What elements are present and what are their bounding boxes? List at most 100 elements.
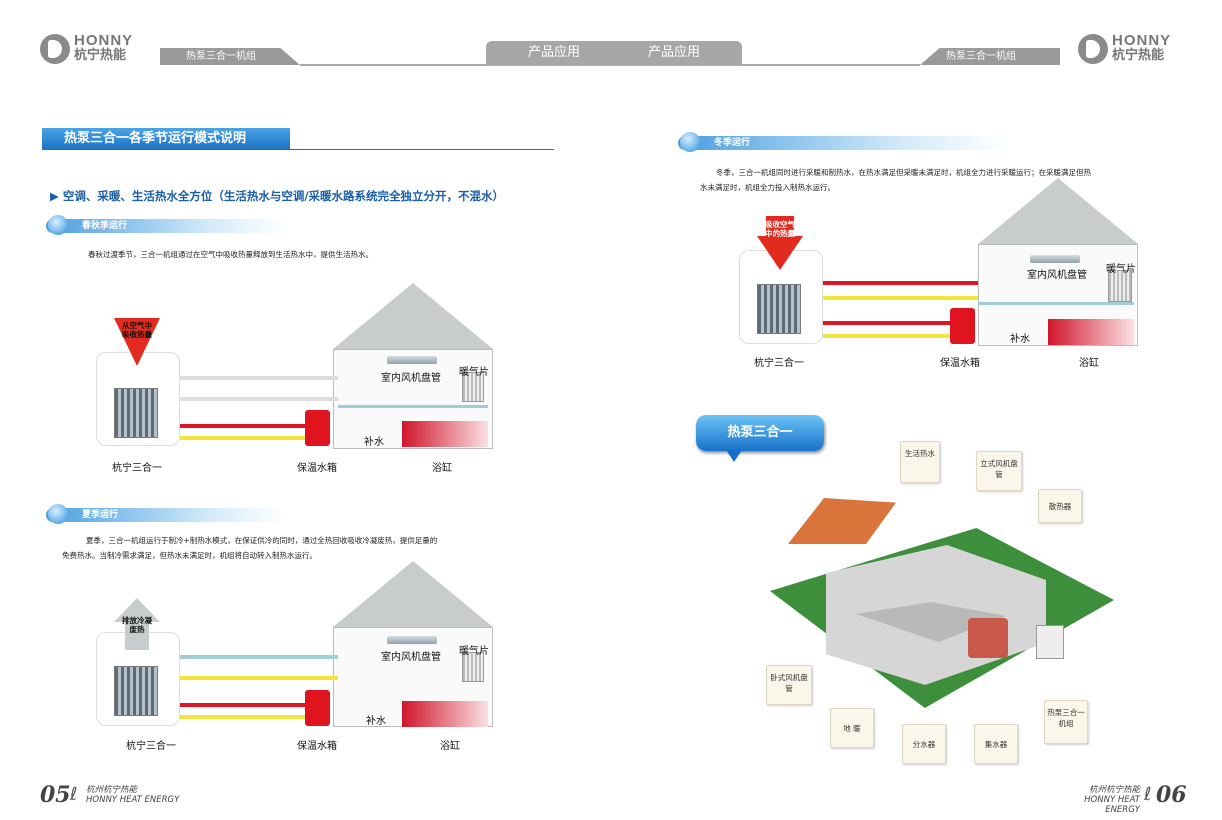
- footer-company-cn: 杭州杭宁热能: [86, 785, 138, 795]
- pill-spring: 春秋季运行: [46, 215, 286, 235]
- bubble-heat-pump-unit: 热泵三合一机组: [1044, 700, 1088, 744]
- house-roof: [333, 561, 493, 627]
- footer-company-en: HONNY HEAT ENERGY: [86, 795, 180, 805]
- spring-arrow-text: 从空气中吸收热量: [122, 321, 152, 339]
- house-roof: [333, 283, 493, 349]
- label-radiator: 暖气片: [459, 646, 489, 657]
- bubble-floor-fan-coil: 立式风机盘管: [976, 451, 1022, 491]
- section-underline: [42, 149, 554, 150]
- radiator: [1108, 270, 1132, 302]
- label-tank: 保温水箱: [297, 463, 337, 474]
- footer-left-company: 杭州杭宁热能 HONNY HEAT ENERGY: [86, 785, 179, 805]
- winter-text-2: 水未满足时，机组全力投入制热水运行。: [700, 183, 835, 192]
- tab-left-label: 产品应用: [527, 45, 580, 60]
- brand-cn: 杭宁热能: [1112, 48, 1165, 63]
- pipe-cold: [180, 715, 305, 719]
- music-note-icon: ℓ: [70, 784, 78, 805]
- label-unit: 杭宁三合一: [126, 741, 176, 752]
- label-tub: 浴缸: [1079, 358, 1099, 369]
- bathtub: [402, 421, 488, 447]
- pipe-cold: [180, 436, 305, 440]
- label-makeup: 补水: [1010, 334, 1030, 345]
- header-tabs: 产品应用 产品应用: [486, 41, 742, 65]
- pipe-hot: [180, 424, 305, 428]
- pipe-cold: [180, 676, 338, 680]
- brand-en: HONNY: [1112, 32, 1172, 49]
- bathtub: [402, 701, 488, 727]
- callout-title: 热泵三合一: [696, 415, 824, 451]
- pipe-grey: [180, 376, 338, 380]
- pill-winter: 冬季运行: [678, 132, 1008, 152]
- label-tank: 保温水箱: [940, 358, 980, 369]
- label-radiator: 暖气片: [459, 367, 489, 378]
- pill-summer: 夏季运行: [46, 504, 286, 524]
- label-coil: 室内风机盘管: [381, 373, 441, 384]
- brand-en: HONNY: [74, 32, 134, 49]
- bubble-ceiling-fan-coil: 卧式风机盘管: [766, 665, 812, 705]
- footer-company-cn: 杭州杭宁热能: [1088, 785, 1140, 795]
- pipe-hot: [823, 281, 978, 285]
- label-makeup: 补水: [364, 437, 384, 448]
- bubble-radiator: 散热器: [1038, 489, 1082, 523]
- pipe-hot: [180, 703, 305, 707]
- water-tank: [305, 410, 330, 446]
- callout-tail: [726, 450, 742, 462]
- music-note-icon: ℓ: [1144, 784, 1152, 805]
- heat-pump-unit: [114, 388, 158, 438]
- bubble-collector: 集水器: [974, 724, 1018, 764]
- pipe-teal: [338, 405, 488, 408]
- header-bar-left: 热泵三合一机组: [160, 48, 300, 65]
- winter-text-1: 冬季，三合一机组同时进行采暖和制热水，在热水满足但采暖未满足时，机组全力进行采暖…: [716, 168, 1091, 177]
- arrow-up-shaft: [125, 622, 149, 650]
- water-tank: [950, 308, 975, 344]
- label-makeup: 补水: [366, 716, 386, 727]
- house-roof-3d: [788, 498, 896, 544]
- heat-pump-unit: [114, 666, 158, 716]
- pipe-teal: [180, 655, 338, 659]
- house-roof: [978, 178, 1138, 244]
- summer-text-2: 免费热水。当制冷需求满足，但热水未满足时，机组将自动转入制热水运行。: [62, 551, 317, 560]
- pipe-cold: [823, 296, 978, 300]
- heat-pump-unit: [757, 284, 801, 334]
- page-number-right: 06: [1156, 782, 1187, 808]
- arrow-shaft: [766, 216, 794, 236]
- footer-company-en: HONNY HEAT ENERGY: [1084, 795, 1140, 815]
- header-bar-right: 热泵三合一机组: [920, 48, 1060, 65]
- label-tub: 浴缸: [432, 463, 452, 474]
- pipe-grey: [180, 397, 338, 401]
- heat-pump-illustration: [968, 618, 1008, 658]
- header-line: [300, 64, 920, 66]
- bathtub: [1048, 319, 1134, 345]
- logo-icon: [1078, 34, 1108, 64]
- tab-right-label: 产品应用: [647, 45, 700, 60]
- logo-icon: [40, 34, 70, 64]
- bubble-hot-water: 生活热水: [900, 441, 940, 483]
- arrow-down-icon: [114, 318, 160, 366]
- label-unit: 杭宁三合一: [112, 463, 162, 474]
- page-number-left: 05: [40, 782, 71, 808]
- spring-text: 春秋过渡季节，三合一机组通过在空气中吸收热量释放到生活热水中，提供生活热水。: [88, 250, 373, 259]
- summer-arrow-text: 排放冷凝废热: [122, 616, 152, 634]
- footer-right-company: 杭州杭宁热能 HONNY HEAT ENERGY: [1058, 785, 1140, 815]
- fan-coil: [387, 356, 437, 364]
- outdoor-unit: [1036, 625, 1064, 659]
- pipe-hot: [823, 321, 950, 325]
- radiator: [462, 652, 484, 682]
- water-tank: [305, 690, 330, 726]
- label-unit: 杭宁三合一: [754, 358, 804, 369]
- subheading: ▶ 空调、采暖、生活热水全方位（生活热水与空调/采暖水路系统完全独立分开，不混水…: [50, 189, 505, 203]
- bubble-distributor: 分水器: [902, 724, 946, 764]
- section-title: 热泵三合一各季节运行模式说明: [42, 128, 290, 150]
- radiator: [462, 372, 484, 402]
- summer-text-1: 夏季，三合一机组运行于制冷+制热水模式，在保证供冷的同时，通过全热回收吸收冷凝废…: [86, 536, 438, 545]
- arrow-down-icon: [757, 236, 803, 270]
- pipe-cold: [823, 334, 950, 338]
- fan-coil: [387, 636, 437, 644]
- fan-coil: [1030, 255, 1080, 263]
- pipe-teal: [978, 302, 1134, 305]
- label-tank: 保温水箱: [297, 741, 337, 752]
- bubble-floor-heating: 地 暖: [830, 708, 874, 748]
- label-radiator: 暖气片: [1106, 264, 1136, 275]
